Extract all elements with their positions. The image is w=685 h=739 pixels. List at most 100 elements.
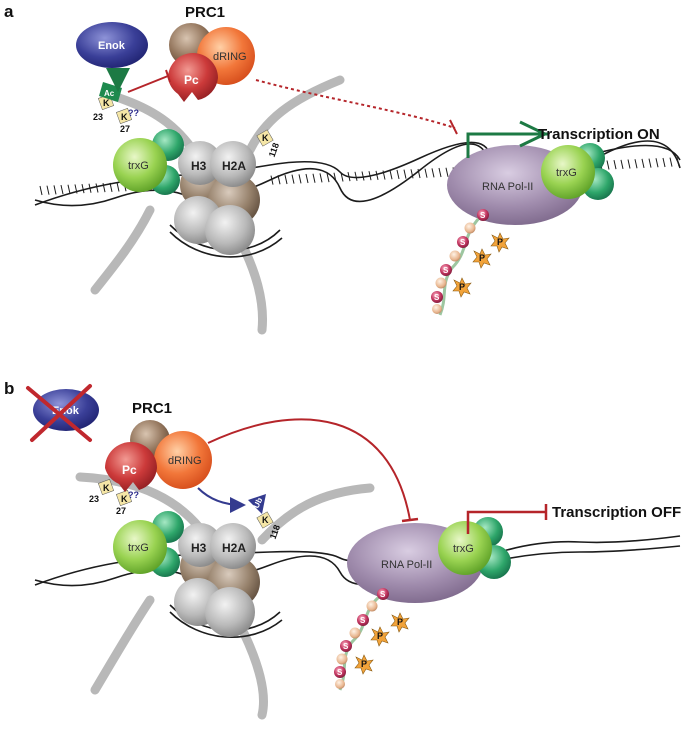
- dna-rung: [613, 160, 617, 170]
- dna-rung: [389, 170, 393, 180]
- dna-rung: [662, 157, 666, 168]
- dna-rung: [95, 183, 99, 193]
- ser-label: S: [434, 293, 440, 302]
- ser-label: S: [443, 266, 449, 275]
- k23-letter: K: [103, 98, 110, 108]
- dna-rung: [88, 183, 92, 193]
- k23-number: 23: [89, 494, 99, 504]
- dna-rung: [396, 169, 400, 180]
- dna-rung: [116, 182, 120, 192]
- ubiquitination-arrow: [197, 487, 246, 513]
- dotted-repress-line: [255, 79, 456, 129]
- h3-label: H3: [191, 541, 207, 555]
- trxg-right: trxG: [541, 143, 614, 200]
- pol-ii-label: RNA Pol-II: [381, 559, 432, 571]
- k27-letter: K: [121, 494, 128, 504]
- panel-label: a: [4, 2, 14, 21]
- prc1-complex: Pc dRING PRC1: [168, 4, 255, 102]
- repress-bar: [401, 517, 419, 523]
- k23-letter: K: [103, 483, 110, 493]
- transcription-blocked-line: [466, 510, 546, 534]
- dna-rung: [347, 172, 351, 182]
- transcription-status: Transcription OFF: [552, 504, 681, 521]
- dna-rung: [291, 174, 295, 184]
- inhibit-bar: [165, 69, 171, 83]
- dna-rung: [375, 170, 379, 180]
- phospho-marks: P P P: [354, 612, 410, 675]
- k27-letter: K: [121, 112, 128, 122]
- dna-rung: [445, 167, 449, 177]
- enok-label: Enok: [98, 40, 126, 52]
- prc1-title: PRC1: [132, 400, 172, 417]
- panel-a: a H3 H2A: [4, 2, 681, 335]
- ubiquitin-label: Ub: [252, 496, 265, 510]
- dna-rung: [305, 173, 309, 184]
- dna-rung: [354, 171, 358, 181]
- k27-number: 27: [116, 506, 126, 516]
- trxg-right: trxG: [438, 517, 511, 579]
- dna-rung: [424, 168, 428, 178]
- k118-letter: K: [262, 133, 269, 143]
- acetylation-arrow: [105, 67, 130, 92]
- phospho-label: P: [479, 253, 485, 263]
- dna-rung: [60, 184, 64, 195]
- dna-rung: [277, 175, 281, 185]
- dna-rung: [627, 159, 631, 169]
- k23-number: 23: [93, 112, 103, 122]
- phospho-label: P: [497, 237, 503, 247]
- panel-label: b: [4, 379, 14, 398]
- dna-rung: [67, 184, 71, 194]
- ubiquitin-tag: Ub: [248, 494, 266, 514]
- phospho-label: P: [459, 282, 465, 292]
- dna-rung: [634, 159, 638, 169]
- trxg-left: trxG: [113, 129, 184, 195]
- dring-label: dRING: [168, 455, 202, 467]
- nucleosome: H3 H2A: [174, 141, 260, 255]
- dna-rung: [655, 158, 659, 168]
- dna-rung: [74, 184, 78, 194]
- dna-rung: [676, 157, 680, 167]
- enok: Enok: [76, 22, 148, 68]
- trxg-right-label: trxG: [556, 167, 577, 179]
- dna-rung: [326, 172, 330, 183]
- ser-label: S: [480, 211, 486, 220]
- dna-rung: [648, 158, 652, 168]
- lysine-118: K 118: [256, 511, 282, 540]
- lysine-27: K 27 ??: [115, 489, 139, 516]
- dna-rung: [102, 183, 106, 193]
- dna-rung: [298, 174, 302, 184]
- h3-label: H3: [191, 159, 207, 173]
- dna-rung: [333, 172, 337, 182]
- pc-label: Pc: [122, 463, 137, 477]
- ser-label: S: [360, 616, 366, 625]
- pc-label: Pc: [184, 73, 199, 87]
- nucleosome: H3 H2A: [174, 523, 260, 637]
- dna-rung: [53, 185, 57, 195]
- dna-rung: [368, 171, 372, 181]
- phospho-label: P: [377, 631, 383, 641]
- k118-number: 118: [267, 141, 281, 158]
- k118-letter: K: [262, 515, 269, 525]
- cross-icon: [30, 384, 92, 442]
- dna-rung: [270, 175, 274, 185]
- ser-label: S: [460, 238, 466, 247]
- transcription-arrowhead: [519, 120, 549, 148]
- dna-rung: [81, 184, 85, 194]
- phospho-label: P: [397, 617, 403, 627]
- trxg-left: trxG: [113, 511, 184, 577]
- trxg-right-label: trxG: [453, 543, 474, 555]
- trxg-left-label: trxG: [128, 160, 149, 172]
- dna-rung: [403, 169, 407, 179]
- repress-arc: [207, 418, 411, 521]
- transcription-status: Transcription ON: [538, 126, 660, 143]
- ctd-repeats: S S S S: [334, 588, 389, 689]
- dna-rung: [417, 168, 421, 179]
- dna-rung: [410, 169, 414, 179]
- dna-rung: [641, 158, 645, 169]
- ser-label: S: [343, 642, 349, 651]
- dna-rung: [361, 171, 365, 181]
- dring-label: dRING: [213, 51, 247, 63]
- dna-rung: [606, 160, 610, 170]
- prc1-title: PRC1: [185, 4, 225, 21]
